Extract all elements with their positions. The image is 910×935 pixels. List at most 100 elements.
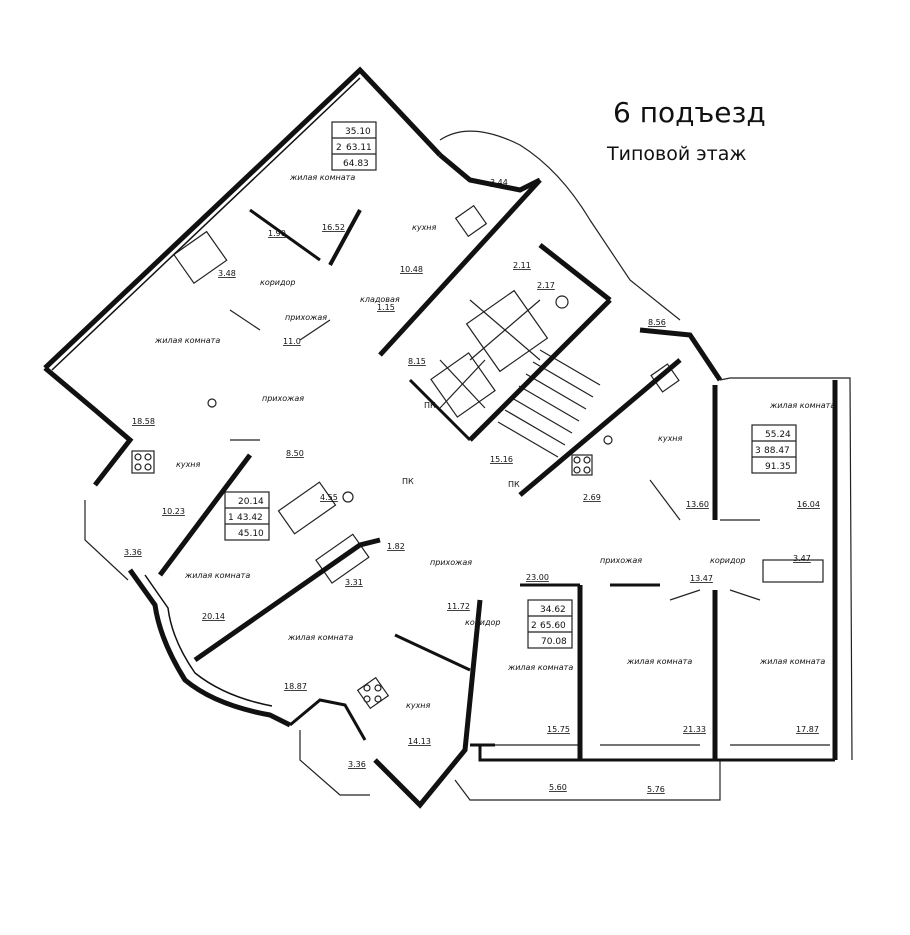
room-area: 3.36 <box>124 548 142 557</box>
wall-west-bay-inner <box>144 574 273 707</box>
room-area: 21.33 <box>683 725 706 734</box>
room-name: кладовая <box>360 295 400 304</box>
room-name: прихожая <box>285 313 327 322</box>
room-name: жилая комната <box>289 173 355 182</box>
wall-apt1-se <box>193 537 381 663</box>
wall-core-se <box>468 298 612 442</box>
room-area: 10.48 <box>400 265 423 274</box>
apt-west-rooms: 1 <box>228 513 234 523</box>
wall-sw-bay <box>289 698 367 741</box>
room-area: 16.52 <box>322 223 345 232</box>
room-name: ПК <box>508 480 520 489</box>
room-area: 14.13 <box>408 737 431 746</box>
room-name: ПК <box>402 477 414 486</box>
elevator-x-1b <box>469 299 541 361</box>
room-name: жилая комната <box>507 663 573 672</box>
wall-top-balcony <box>438 153 542 193</box>
wall-west-bay <box>127 568 292 728</box>
room-name: коридор <box>710 556 746 565</box>
elevator-x-2b <box>439 359 486 409</box>
room-area: 5.60 <box>549 783 567 792</box>
wall-south <box>470 743 835 762</box>
wall-kitchen-top <box>328 209 362 266</box>
room-area: 18.58 <box>132 417 155 426</box>
apt-west-living: 20.14 <box>238 497 264 507</box>
wall-nw <box>43 66 442 370</box>
apt-east-living: 55.24 <box>765 430 791 440</box>
room-area: 23.00 <box>526 573 549 582</box>
room-name: жилая комната <box>287 633 353 642</box>
room-area: 1.90 <box>268 229 286 238</box>
stove-icons <box>131 204 680 710</box>
room-area: 8.56 <box>648 318 666 327</box>
room-area: 8.50 <box>286 449 304 458</box>
room-area: 1.82 <box>387 542 405 551</box>
thin-lines <box>84 121 853 801</box>
wall-core-sw <box>408 378 472 442</box>
wall-nw-inner <box>51 77 361 371</box>
room-area: 5.76 <box>647 785 665 794</box>
wall-east-diag <box>518 358 682 497</box>
room-name: жилая комната <box>759 657 825 666</box>
stair-treads <box>497 349 601 458</box>
room-name: жилая комната <box>769 401 835 410</box>
room-area: 8.15 <box>408 357 426 366</box>
balcony-sw-outline <box>299 730 370 796</box>
room-area: 17.87 <box>796 725 819 734</box>
room-area: 13.47 <box>690 574 713 583</box>
room-area: 3.31 <box>345 578 363 587</box>
apt-south-living: 34.62 <box>540 605 566 615</box>
elevator-shaft-1 <box>465 289 549 373</box>
room-area: 18.87 <box>284 682 307 691</box>
balcony-south-outline <box>454 760 721 801</box>
room-name: прихожая <box>262 394 304 403</box>
room-area-labels: 16.52 1.90 3.48 10.48 1.15 11.0 3.44 2.1… <box>124 178 820 794</box>
apartment-info-boxes <box>224 121 797 649</box>
room-name: прихожая <box>600 556 642 565</box>
apt-west-area: 43.42 <box>237 513 263 523</box>
page-subtitle: Типовой этаж <box>607 143 747 165</box>
room-area: 1.15 <box>377 303 395 312</box>
room-name-labels: жилая комната кухня кладовая коридор при… <box>154 173 835 710</box>
room-name: жилая комната <box>184 571 250 580</box>
room-area: 4.55 <box>320 493 338 502</box>
wall-west <box>43 366 134 487</box>
apt-north-area: 63.11 <box>346 143 372 153</box>
apt-north-living: 35.10 <box>345 127 371 137</box>
room-area: 13.60 <box>686 500 709 509</box>
apt-east-area: 88.47 <box>764 446 790 456</box>
wall-core-ne <box>538 243 612 302</box>
room-area: 20.14 <box>202 612 225 621</box>
room-area: 11.0 <box>283 337 301 346</box>
wall-south-west <box>373 599 483 809</box>
wall-kitchen-south <box>394 633 471 672</box>
room-area: 3.36 <box>348 760 366 769</box>
apartment-info-text: 35.10 2 63.11 64.83 20.14 1 43.42 45.10 … <box>228 127 791 647</box>
apt-south-rooms: 2 <box>531 621 537 631</box>
room-name: жилая комната <box>626 657 692 666</box>
apt-east-rooms: 3 <box>755 446 761 456</box>
room-area: 16.04 <box>797 500 820 509</box>
room-name: кухня <box>176 460 201 469</box>
elevator-shaft-2 <box>430 352 496 418</box>
room-area: 3.48 <box>218 269 236 278</box>
room-area: 2.69 <box>583 493 601 502</box>
room-name: кухня <box>658 434 683 443</box>
room-area: 15.16 <box>490 455 513 464</box>
wall-bath-top <box>249 208 321 262</box>
balcony-west-outline <box>84 500 129 581</box>
wall-core-nw <box>378 178 542 357</box>
wall-apt1-south <box>158 453 252 577</box>
room-name: кухня <box>412 223 437 232</box>
room-name: жилая комната <box>154 336 220 345</box>
page-title: 6 подъезд <box>613 96 766 129</box>
apt-south-area: 65.60 <box>540 621 566 631</box>
apt-west-total: 45.10 <box>238 529 264 539</box>
walls <box>43 66 838 809</box>
room-area: 10.23 <box>162 507 185 516</box>
apt-south-total: 70.08 <box>541 637 567 647</box>
room-area: 3.47 <box>793 554 811 563</box>
room-area: 11.72 <box>447 602 470 611</box>
room-name: ПК <box>424 401 436 410</box>
